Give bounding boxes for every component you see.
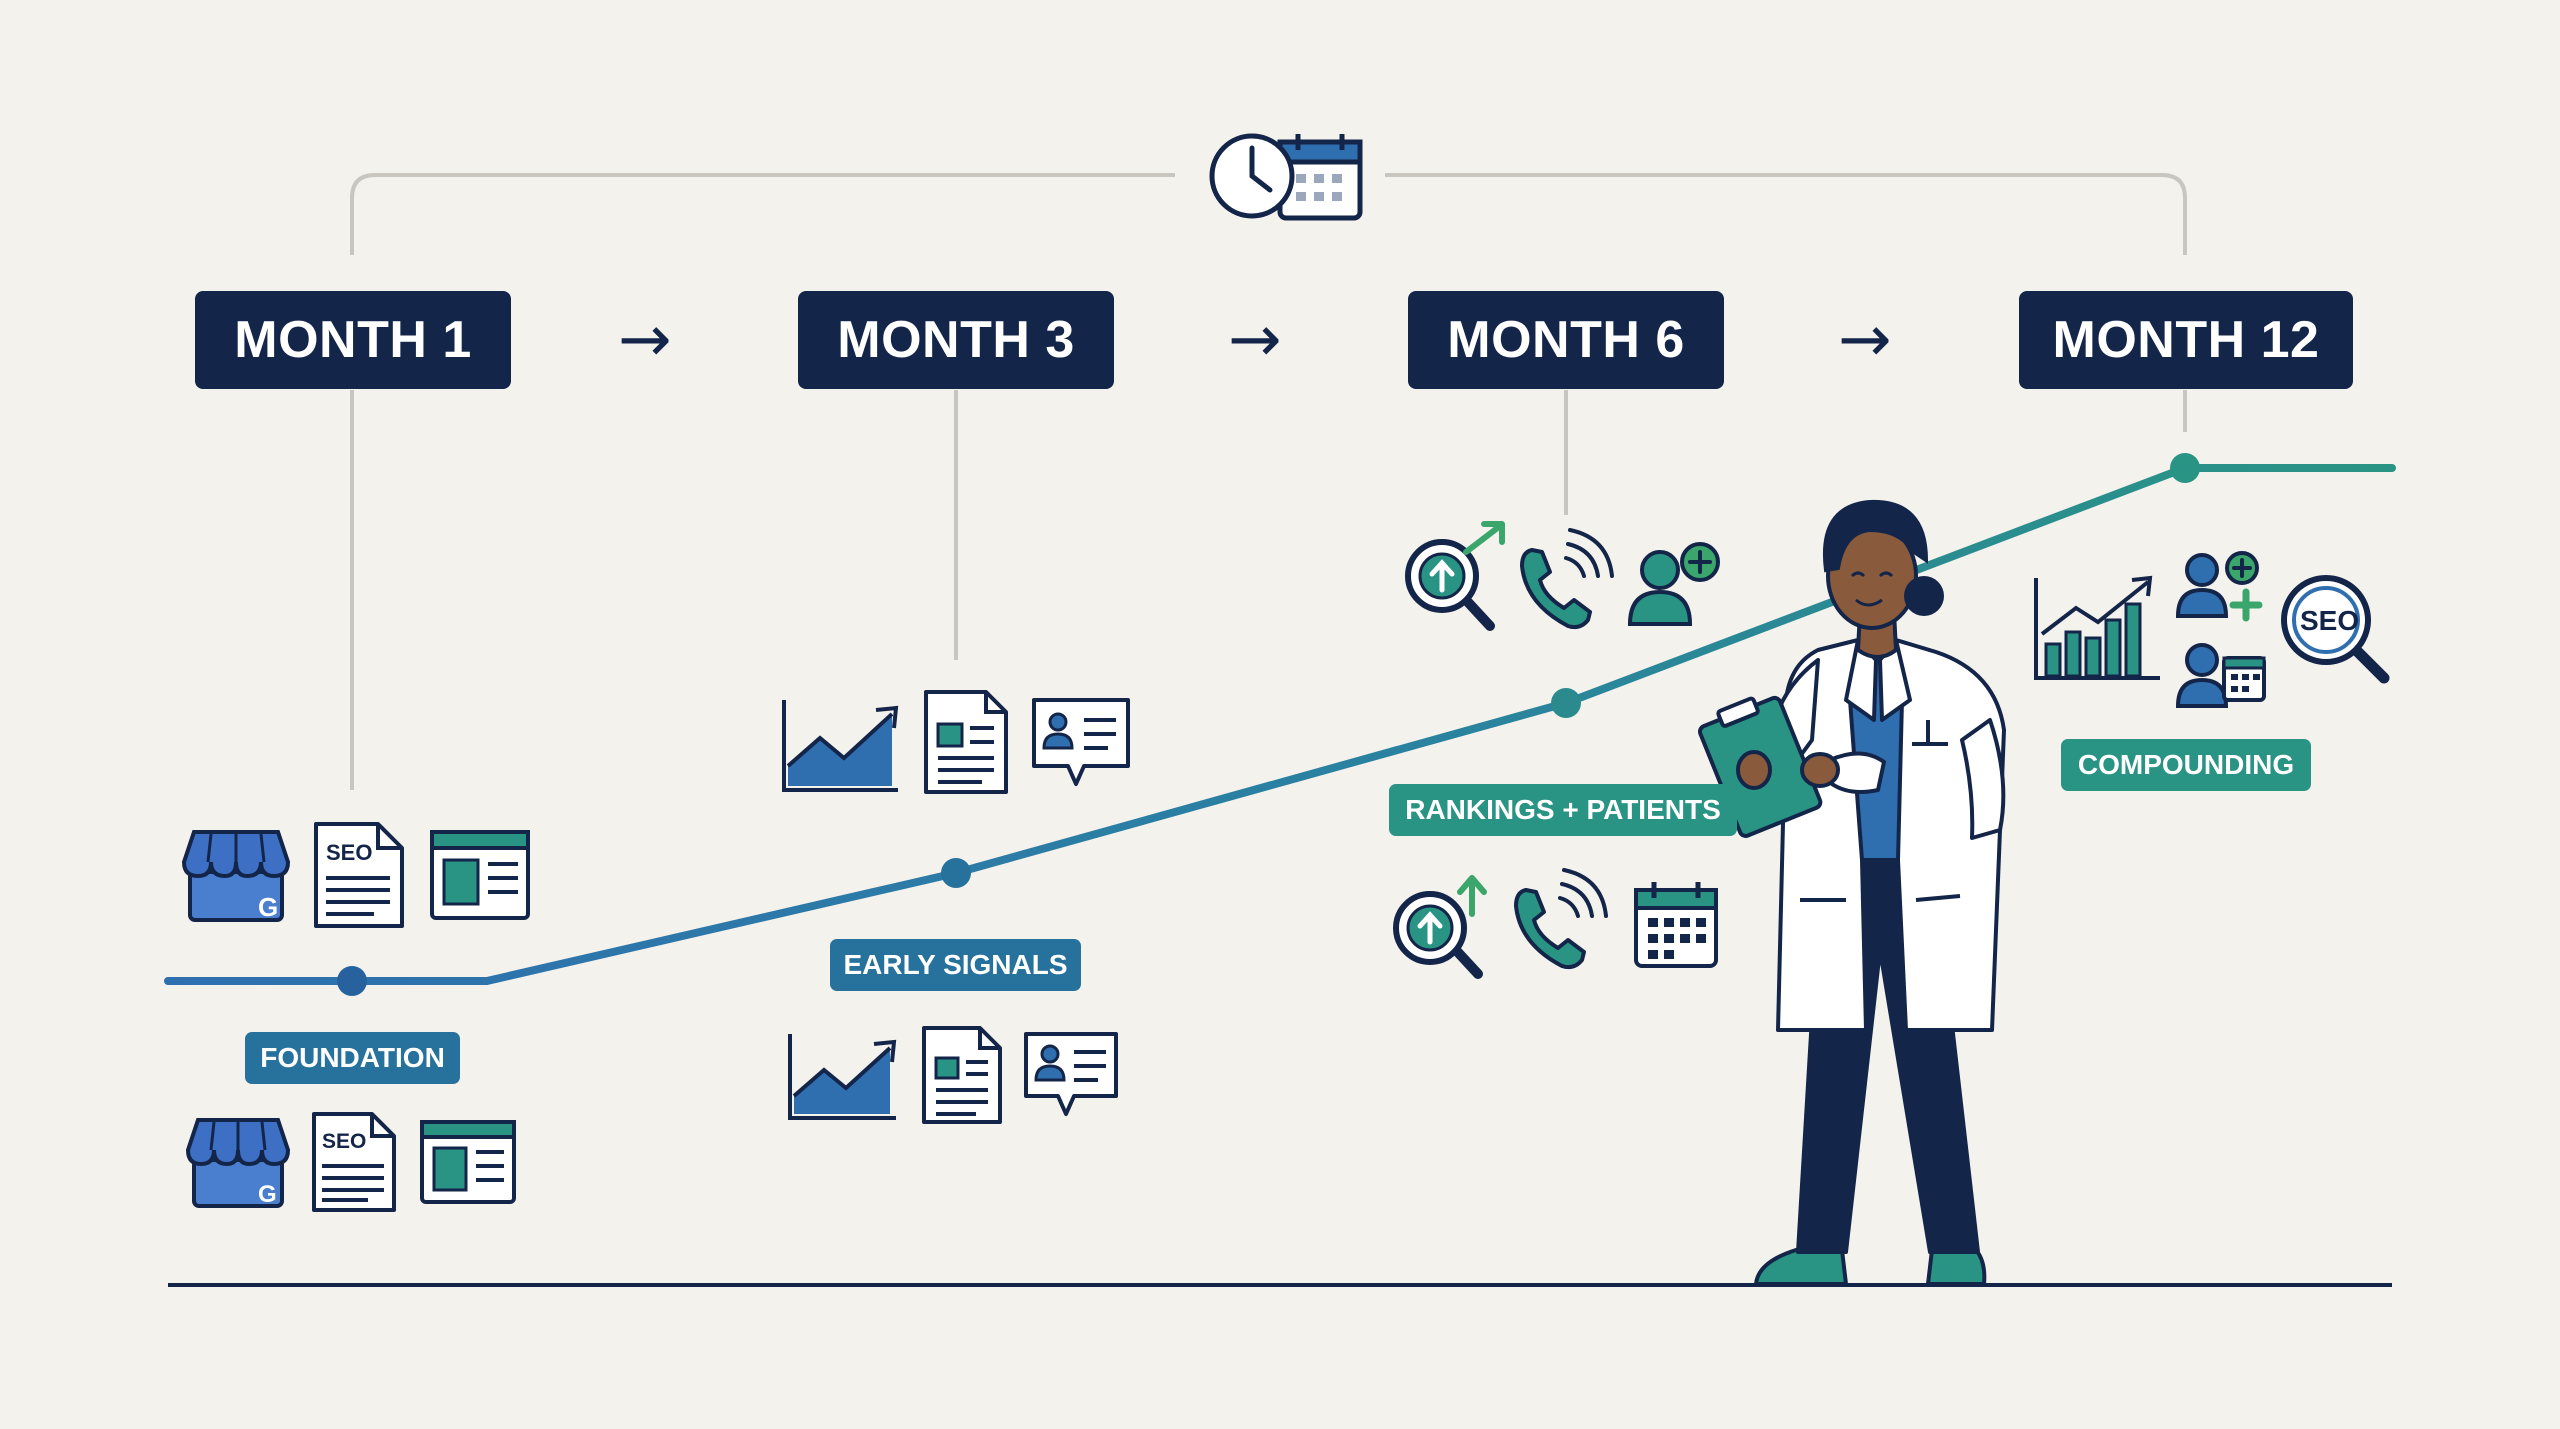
month-12-box: MONTH 12 xyxy=(2019,291,2353,389)
review-chat-icon xyxy=(1032,698,1130,786)
seo-document-icon: SEO xyxy=(314,822,404,928)
phase-label-compounding-text: COMPOUNDING xyxy=(2077,749,2295,780)
phase-label-compounding: COMPOUNDING xyxy=(2061,739,2311,791)
patient-appointment-icon xyxy=(2175,643,2266,708)
milestone-dots xyxy=(337,453,2200,996)
seo-document-icon: SEO xyxy=(312,1112,396,1212)
milestone-dot-month-6 xyxy=(1551,688,1581,718)
seo-doc-text: SEO xyxy=(326,840,372,865)
ranking-search-icon xyxy=(1405,521,1505,631)
google-badge-text: G xyxy=(258,1181,277,1208)
clock-calendar-icon xyxy=(1209,133,1363,221)
month-12-label: MONTH 12 xyxy=(2052,311,2320,369)
seo-doc-text: SEO xyxy=(322,1130,366,1153)
month-3-icons-upper xyxy=(782,690,1130,794)
month-1-box: MONTH 1 xyxy=(195,291,511,389)
vertical-connectors xyxy=(350,390,2187,790)
growth-chart-icon xyxy=(782,700,899,792)
phone-call-icon xyxy=(1520,528,1614,630)
month-6-label: MONTH 6 xyxy=(1447,311,1685,369)
website-page-icon xyxy=(420,1120,516,1204)
phase-label-rankings-patients: RANKINGS + PATIENTS xyxy=(1389,784,1737,836)
milestone-dot-month-12 xyxy=(2170,453,2200,483)
website-page-icon xyxy=(430,830,530,920)
add-patient-icon xyxy=(2175,551,2263,622)
month-1-icons-upper: G SEO xyxy=(181,822,530,928)
month-6-box: MONTH 6 xyxy=(1408,291,1724,389)
ranking-search-icon xyxy=(1393,875,1487,979)
arrow-right-icon: → xyxy=(618,303,672,377)
google-business-icon: G xyxy=(185,1118,291,1208)
doctor-illustration xyxy=(1697,499,2006,1286)
appointment-calendar-icon xyxy=(1634,882,1718,968)
phone-call-icon xyxy=(1514,868,1608,970)
month-6-icons-upper xyxy=(1405,521,1720,631)
google-business-icon: G xyxy=(181,830,291,922)
top-bracket xyxy=(350,173,2187,255)
phase-label-foundation-text: FOUNDATION xyxy=(260,1042,445,1073)
phase-label-rankings-patients-text: RANKINGS + PATIENTS xyxy=(1405,794,1721,825)
month-12-icons: SEO xyxy=(2034,551,2390,708)
phase-label-foundation: FOUNDATION xyxy=(245,1032,460,1084)
month-1-label: MONTH 1 xyxy=(234,311,472,369)
phase-label-early-signals: EARLY SIGNALS xyxy=(830,939,1081,991)
seo-magnifier-icon: SEO xyxy=(2281,575,2390,684)
month-6-icons-lower xyxy=(1393,868,1718,979)
arrow-right-icon: → xyxy=(1228,303,1282,377)
seo-magnifier-text: SEO xyxy=(2300,605,2359,636)
month-3-box: MONTH 3 xyxy=(798,291,1114,389)
phase-label-early-signals-text: EARLY SIGNALS xyxy=(843,949,1068,980)
google-badge-text: G xyxy=(258,892,278,922)
milestone-dot-month-1 xyxy=(337,966,367,996)
new-patient-icon xyxy=(1627,542,1720,626)
milestone-dot-month-3 xyxy=(941,858,971,888)
month-3-label: MONTH 3 xyxy=(837,311,1075,369)
report-document-icon xyxy=(924,690,1008,794)
bar-growth-chart-icon xyxy=(2034,575,2160,680)
month-1-icons-lower: G SEO xyxy=(185,1112,516,1212)
arrow-right-icon: → xyxy=(1838,303,1892,377)
report-document-icon xyxy=(922,1026,1002,1124)
review-chat-icon xyxy=(1024,1032,1118,1116)
growth-chart-icon xyxy=(788,1034,897,1120)
month-3-icons-lower xyxy=(788,1026,1118,1124)
